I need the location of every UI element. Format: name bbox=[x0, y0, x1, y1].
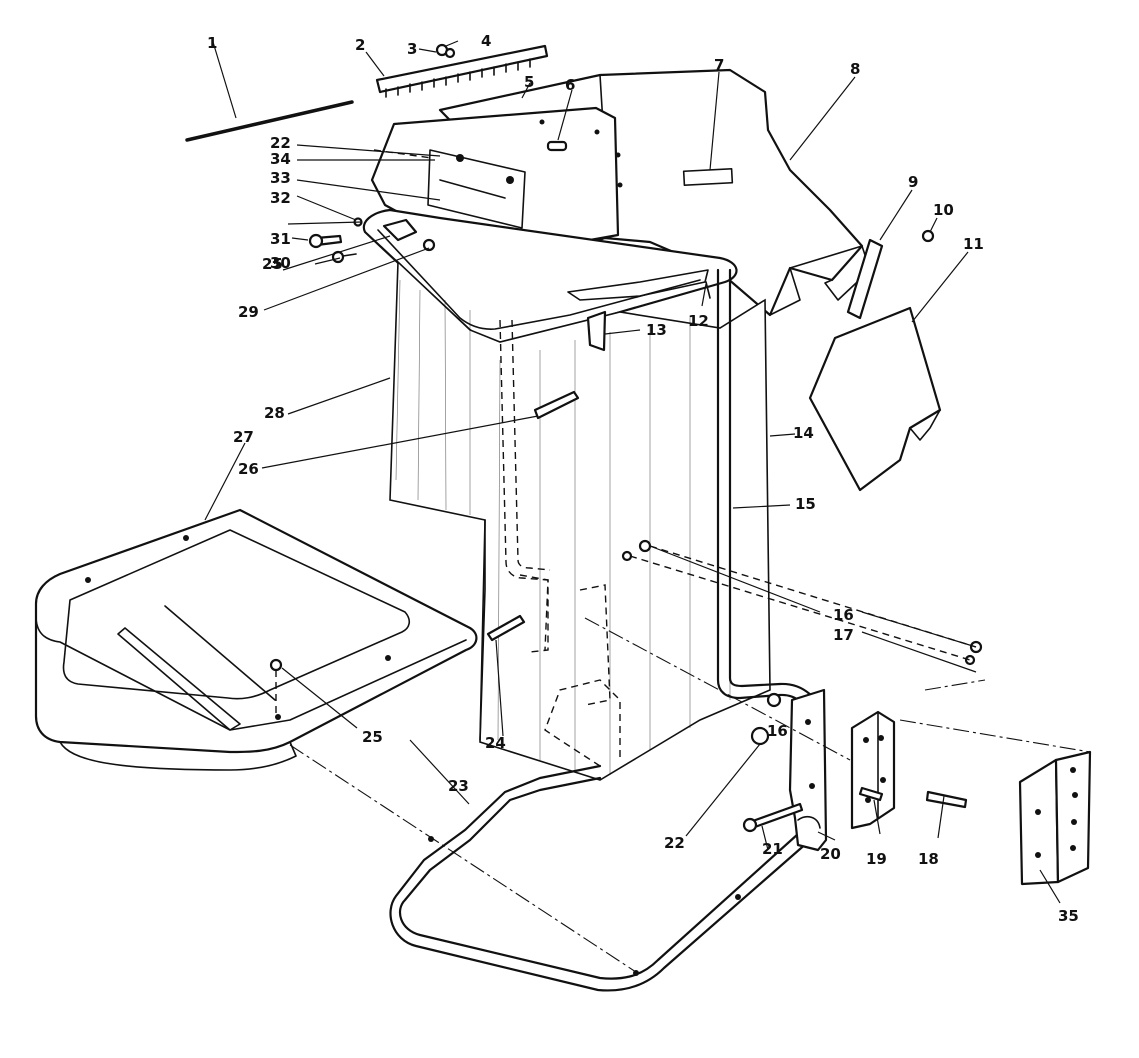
assembly-lines bbox=[289, 149, 1091, 973]
callout-5: 5 bbox=[524, 73, 534, 91]
callout-9: 9 bbox=[908, 173, 918, 191]
callout-17: 17 bbox=[833, 626, 854, 644]
part-hinge-plate bbox=[850, 710, 896, 830]
callout-22-lower: 22 bbox=[664, 834, 685, 852]
callout-11: 11 bbox=[963, 235, 984, 253]
callout-13: 13 bbox=[646, 321, 667, 339]
callout-2: 2 bbox=[355, 36, 365, 54]
callout-16-lower: 16 bbox=[767, 722, 788, 740]
callout-21: 21 bbox=[762, 840, 783, 858]
part-mounting-bracket bbox=[1018, 750, 1092, 886]
part-frame-hinge bbox=[788, 688, 828, 852]
callout-25-upper: 25 bbox=[262, 255, 283, 273]
callout-6: 6 bbox=[565, 76, 575, 94]
callout-25-lower: 25 bbox=[362, 728, 383, 746]
callout-28: 28 bbox=[264, 404, 285, 422]
callout-24: 24 bbox=[485, 734, 506, 752]
part-small-hardware bbox=[435, 43, 527, 109]
part-bag-tray bbox=[34, 508, 478, 771]
callout-1: 1 bbox=[207, 34, 217, 52]
callout-35: 35 bbox=[1058, 907, 1079, 925]
callout-22-upper: 22 bbox=[270, 134, 291, 152]
part-grass-bag bbox=[389, 260, 771, 781]
callout-16-upper: 16 bbox=[833, 606, 854, 624]
callout-34: 34 bbox=[270, 150, 291, 168]
leader-lines bbox=[204, 40, 1061, 904]
callout-18: 18 bbox=[918, 850, 939, 868]
callout-19: 19 bbox=[866, 850, 887, 868]
callout-30: 30 bbox=[270, 254, 291, 272]
part-pin bbox=[546, 140, 568, 152]
callout-4: 4 bbox=[481, 32, 491, 50]
callout-31: 31 bbox=[270, 230, 291, 248]
callout-15: 15 bbox=[795, 495, 816, 513]
callout-27: 27 bbox=[233, 428, 254, 446]
callout-8: 8 bbox=[850, 60, 860, 78]
callout-12: 12 bbox=[688, 312, 709, 330]
part-hardware bbox=[269, 217, 983, 833]
callout-10: 10 bbox=[933, 201, 954, 219]
callout-23: 23 bbox=[448, 777, 469, 795]
part-rod bbox=[185, 100, 354, 142]
callout-labels: 1 2 3 4 5 6 7 8 9 10 11 12 13 14 15 16 1… bbox=[207, 32, 1079, 925]
callout-29: 29 bbox=[238, 303, 259, 321]
callout-26: 26 bbox=[238, 460, 259, 478]
part-strap bbox=[846, 229, 935, 320]
callout-14: 14 bbox=[793, 424, 814, 442]
part-deflector bbox=[808, 306, 942, 492]
callout-7: 7 bbox=[714, 56, 724, 74]
callout-3: 3 bbox=[407, 40, 417, 58]
callout-32: 32 bbox=[270, 189, 291, 207]
part-comb-strip bbox=[375, 44, 549, 98]
callout-33: 33 bbox=[270, 169, 291, 187]
callout-20: 20 bbox=[820, 845, 841, 863]
